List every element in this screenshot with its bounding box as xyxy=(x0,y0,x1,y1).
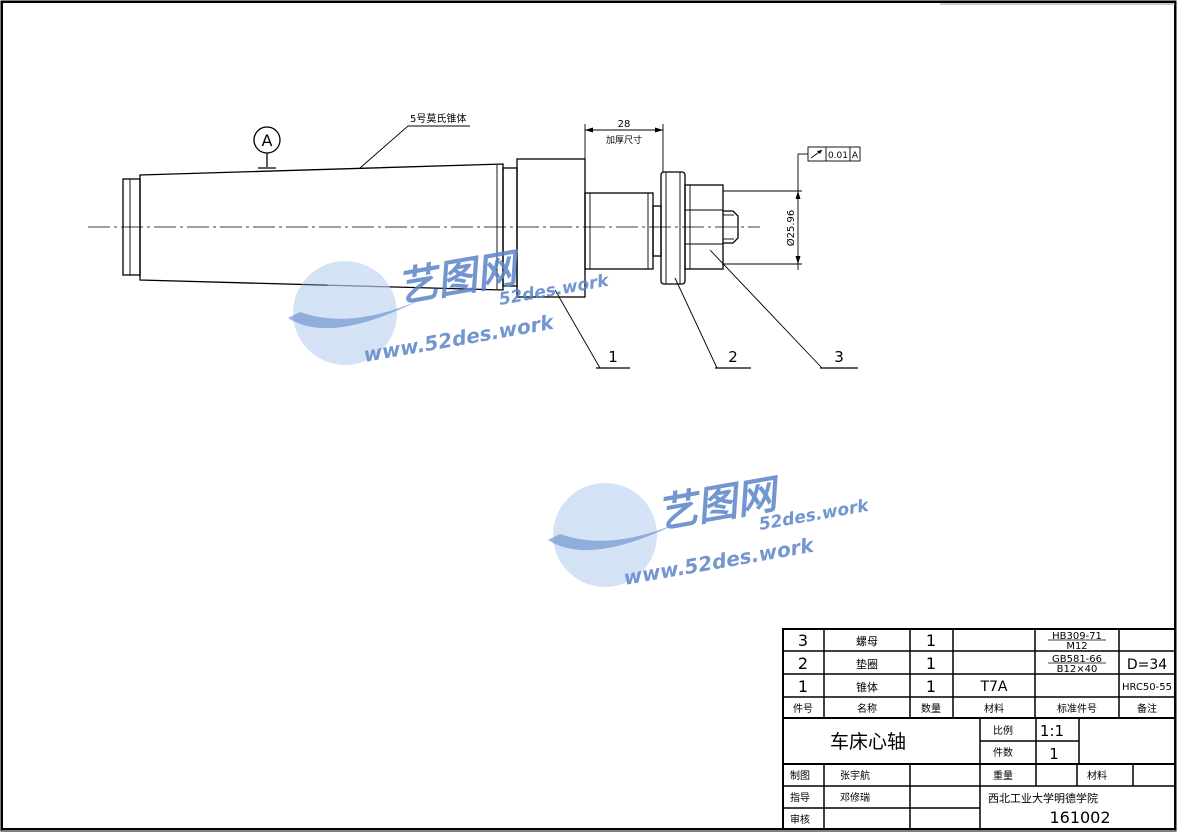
callout-2-label: 2 xyxy=(728,348,738,366)
header-material: 材料 xyxy=(984,702,1004,715)
diameter-dimension-value: Ø25.96 xyxy=(785,210,797,247)
title-block xyxy=(782,628,1176,830)
length-dimension-note: 加厚尺寸 xyxy=(606,134,642,146)
part-1-qty: 1 xyxy=(926,677,936,696)
part-2-std-line1: GB581-66 xyxy=(1052,654,1102,665)
length-dimension: 28 加厚尺寸 xyxy=(584,119,664,172)
material-label: 材料 xyxy=(1087,769,1107,782)
part-2-remark: D=34 xyxy=(1127,657,1167,673)
datum-a-symbol: A xyxy=(253,126,281,169)
title-block-text: 3 螺母 1 HB309-71 M12 2 垫圈 1 GB581-66 B12×… xyxy=(790,631,1172,827)
washer xyxy=(660,171,686,285)
drawing-name: 车床心轴 xyxy=(830,731,906,753)
callout-3-label: 3 xyxy=(834,348,844,366)
diameter-dimension: Ø25.96 xyxy=(723,185,802,270)
nut xyxy=(684,184,724,270)
weight-label: 重量 xyxy=(993,769,1013,782)
drawn-label: 制图 xyxy=(790,769,810,782)
runout-value: 0.01 xyxy=(828,151,848,161)
neck xyxy=(584,192,654,270)
school-name: 西北工业大学明德学院 xyxy=(988,791,1098,805)
thread-end xyxy=(723,210,739,244)
header-remark: 备注 xyxy=(1137,702,1157,715)
watermark-2: 艺图网 52des.work www.52des.work xyxy=(548,471,872,590)
header-std: 标准件号 xyxy=(1057,703,1097,715)
drawn-by: 张宇航 xyxy=(840,769,870,782)
part-2-name: 垫圈 xyxy=(856,657,878,671)
part-2-std-line2: B12×40 xyxy=(1057,664,1098,675)
callout-1: 1 xyxy=(554,289,630,369)
morse-taper-body xyxy=(139,163,504,291)
part-3-std-line1: HB309-71 xyxy=(1052,631,1102,642)
watermark-globe-icon-2 xyxy=(548,483,680,587)
taper-note-text: 5号莫氏锥体 xyxy=(410,113,466,125)
header-qty: 数量 xyxy=(921,702,941,715)
callout-3: 3 xyxy=(709,249,858,369)
runout-datum: A xyxy=(852,151,859,161)
part-3-qty: 1 xyxy=(926,631,936,650)
taper-note: 5号莫氏锥体 xyxy=(359,113,470,169)
datum-a-label: A xyxy=(262,131,273,150)
review-label: 审核 xyxy=(790,813,810,826)
part-1-remark: HRC50-55 xyxy=(1122,682,1172,693)
count-label: 件数 xyxy=(993,746,1013,759)
guide-label: 指导 xyxy=(790,791,810,804)
runout-tolerance-frame: 0.01 A xyxy=(797,146,861,185)
part-1-no: 1 xyxy=(798,677,808,696)
scale-label: 比例 xyxy=(993,724,1013,737)
runout-arrow-icon xyxy=(810,149,823,159)
callout-2: 2 xyxy=(674,277,751,369)
guide-by: 邓修瑞 xyxy=(840,791,870,804)
part-3-std-line2: M12 xyxy=(1066,641,1087,652)
header-name: 名称 xyxy=(857,702,877,715)
neck-step xyxy=(652,205,662,257)
part-2-qty: 1 xyxy=(926,654,936,673)
part-2-no: 2 xyxy=(798,654,808,673)
part-3-name: 螺母 xyxy=(856,635,878,648)
part-1-material: T7A xyxy=(979,679,1007,695)
mandrel-drawing: A 5号莫氏锥体 28 加厚尺寸 Ø25.96 xyxy=(88,113,861,369)
watermark-globe-icon xyxy=(288,261,420,365)
header-no: 件号 xyxy=(793,703,813,715)
watermark-1: 艺图网 52des.work www.52des.work xyxy=(288,245,612,367)
part-3-no: 3 xyxy=(798,631,808,650)
scale-value: 1:1 xyxy=(1040,722,1064,740)
callout-1-label: 1 xyxy=(608,348,618,366)
length-dimension-value: 28 xyxy=(618,119,631,130)
drawing-number: 161002 xyxy=(1049,808,1110,827)
part-1-name: 锥体 xyxy=(856,680,878,694)
count-value: 1 xyxy=(1049,745,1059,763)
